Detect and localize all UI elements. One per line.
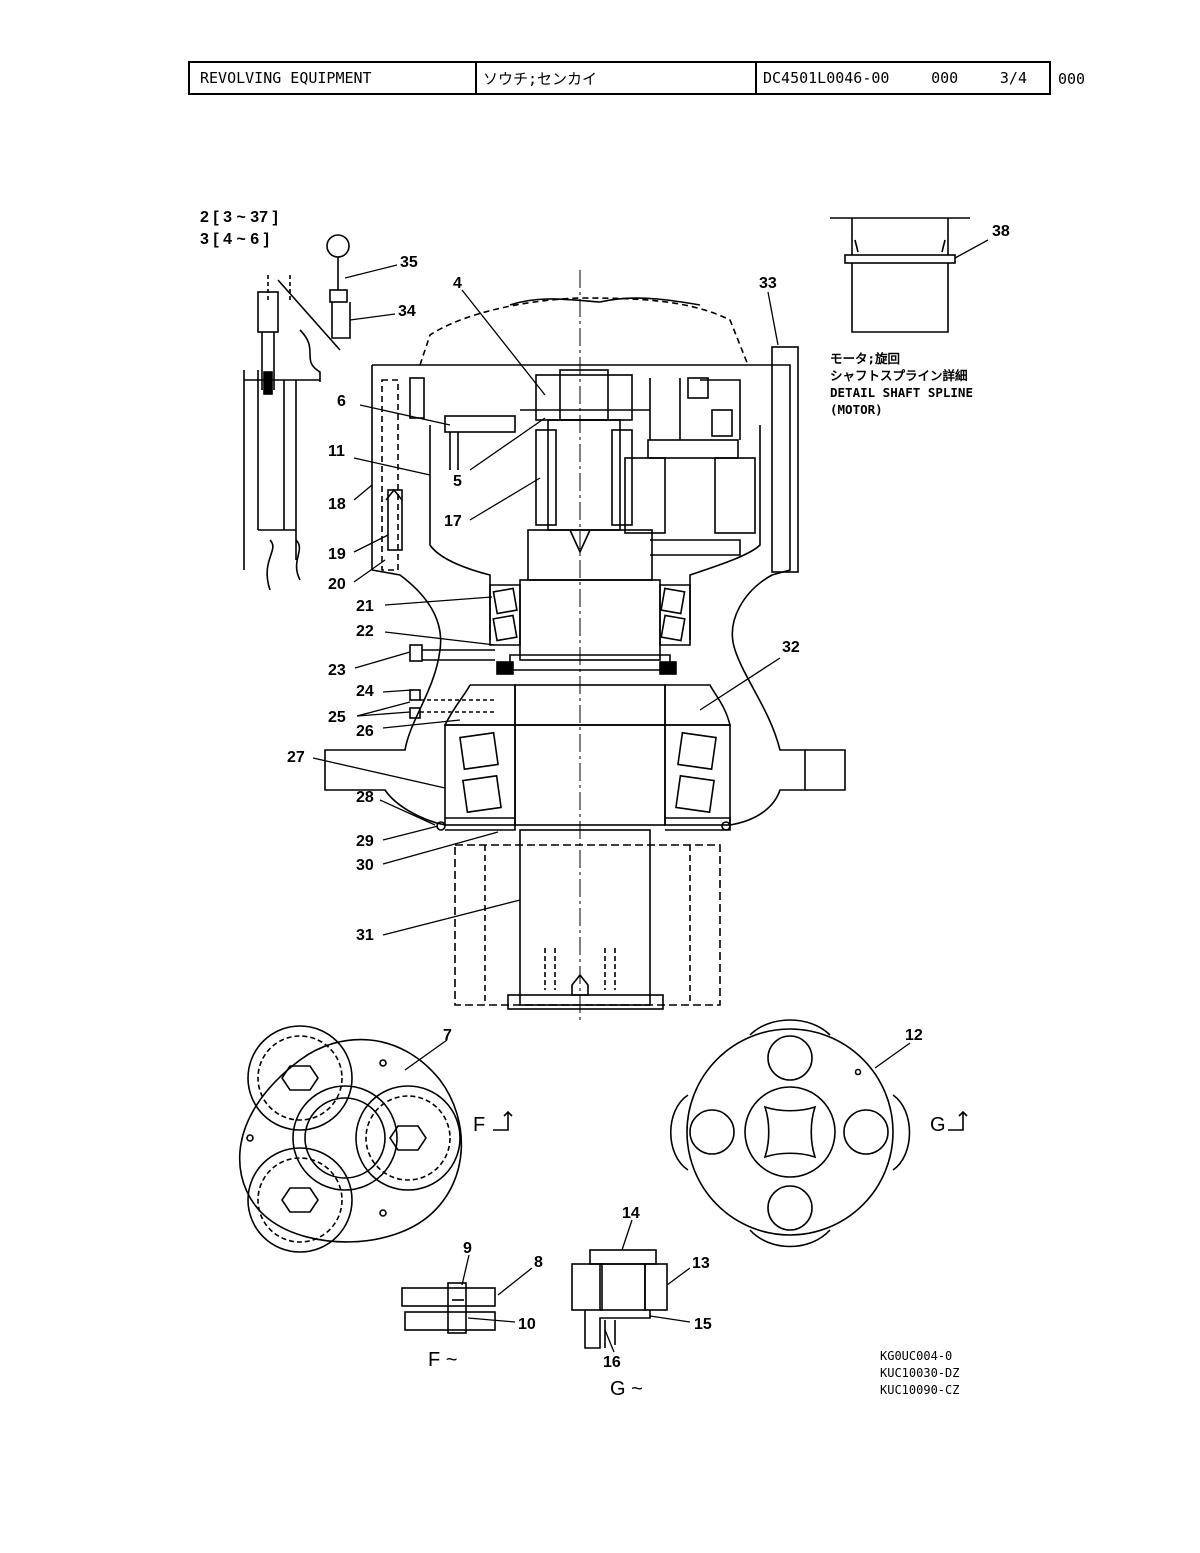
drawing-code-2: KUC10030-DZ [880, 1366, 959, 1380]
callout-8: 8 [534, 1254, 543, 1271]
drawing-number: DC4501L0046-00 [763, 69, 890, 87]
drawing-number-cell: DC4501L0046-00 000 3/4 [757, 63, 1049, 93]
callout-33: 33 [759, 275, 777, 292]
callout-35: 35 [400, 254, 418, 271]
callout-20: 20 [328, 576, 346, 593]
view-arrow-g-icon [948, 1110, 968, 1131]
leader-lines [312, 239, 989, 1353]
drawing-code-3: KUC10090-CZ [880, 1383, 959, 1397]
spline-detail [830, 217, 970, 333]
motor-housing [324, 270, 846, 1020]
assembly-ref-1: 2 [ 3 ~ 37 ] [200, 209, 278, 226]
detail-note-3: DETAIL SHAFT SPLINE [830, 385, 973, 400]
drawing-code-1: KG0UC004-0 [880, 1349, 952, 1363]
callout-12: 12 [905, 1027, 923, 1044]
callout-24: 24 [356, 683, 374, 700]
callout-10: 10 [518, 1316, 536, 1333]
callout-17: 17 [444, 513, 462, 530]
callout-11: 11 [328, 443, 345, 460]
callout-21: 21 [356, 598, 374, 615]
sheet-number: 3/4 [999, 69, 1027, 87]
callout-5: 5 [453, 473, 462, 490]
detail-note-1: モータ;旋回 [830, 351, 900, 366]
view-arrow-g: G [930, 1114, 946, 1136]
callout-6: 6 [337, 393, 346, 410]
callout-14: 14 [622, 1205, 640, 1222]
callout-9: 9 [463, 1240, 472, 1257]
detail-note-2: シャフトスプライン詳細 [830, 368, 968, 383]
title-block: REVOLVING EQUIPMENT ソウチ;センカイ DC4501L0046… [188, 61, 1051, 95]
callout-29: 29 [356, 833, 374, 850]
view-label-g: G ~ [610, 1378, 643, 1400]
title-cell: REVOLVING EQUIPMENT [190, 63, 477, 93]
callout-7: 7 [443, 1027, 452, 1044]
callout-15: 15 [694, 1316, 712, 1333]
callout-26: 26 [356, 723, 374, 740]
callout-25: 25 [328, 709, 346, 726]
callout-16: 16 [603, 1354, 621, 1371]
callout-22: 22 [356, 623, 374, 640]
callout-30: 30 [356, 857, 374, 874]
callout-31: 31 [356, 927, 374, 944]
callout-32: 32 [782, 639, 800, 656]
view-label-f: F ~ [428, 1349, 457, 1371]
callout-labels: 35 34 4 33 38 6 11 5 18 17 19 20 21 22 3… [287, 223, 1010, 1371]
revision: 000 [931, 69, 959, 87]
assembly-ref-2: 3 [ 4 ~ 6 ] [200, 231, 269, 248]
f-section-view [401, 1282, 496, 1334]
callout-13: 13 [692, 1255, 710, 1272]
dipstick-detail [243, 234, 351, 591]
callout-23: 23 [328, 662, 346, 679]
view-arrow-f: F [473, 1114, 485, 1136]
callout-18: 18 [328, 496, 346, 513]
detail-note-4: (MOTOR) [830, 402, 883, 417]
view-arrow-f-icon [493, 1110, 513, 1131]
sun-gear-view [669, 1019, 911, 1248]
callout-28: 28 [356, 789, 374, 806]
revision-outside: 000 [1058, 70, 1086, 88]
callout-38: 38 [992, 223, 1010, 240]
callout-34: 34 [398, 303, 416, 320]
callout-4: 4 [453, 275, 462, 292]
callout-27: 27 [287, 749, 305, 766]
g-section-view [571, 1249, 668, 1349]
subtitle-cell: ソウチ;センカイ [477, 63, 757, 93]
planet-carrier-view [238, 1025, 463, 1253]
callout-19: 19 [328, 546, 346, 563]
